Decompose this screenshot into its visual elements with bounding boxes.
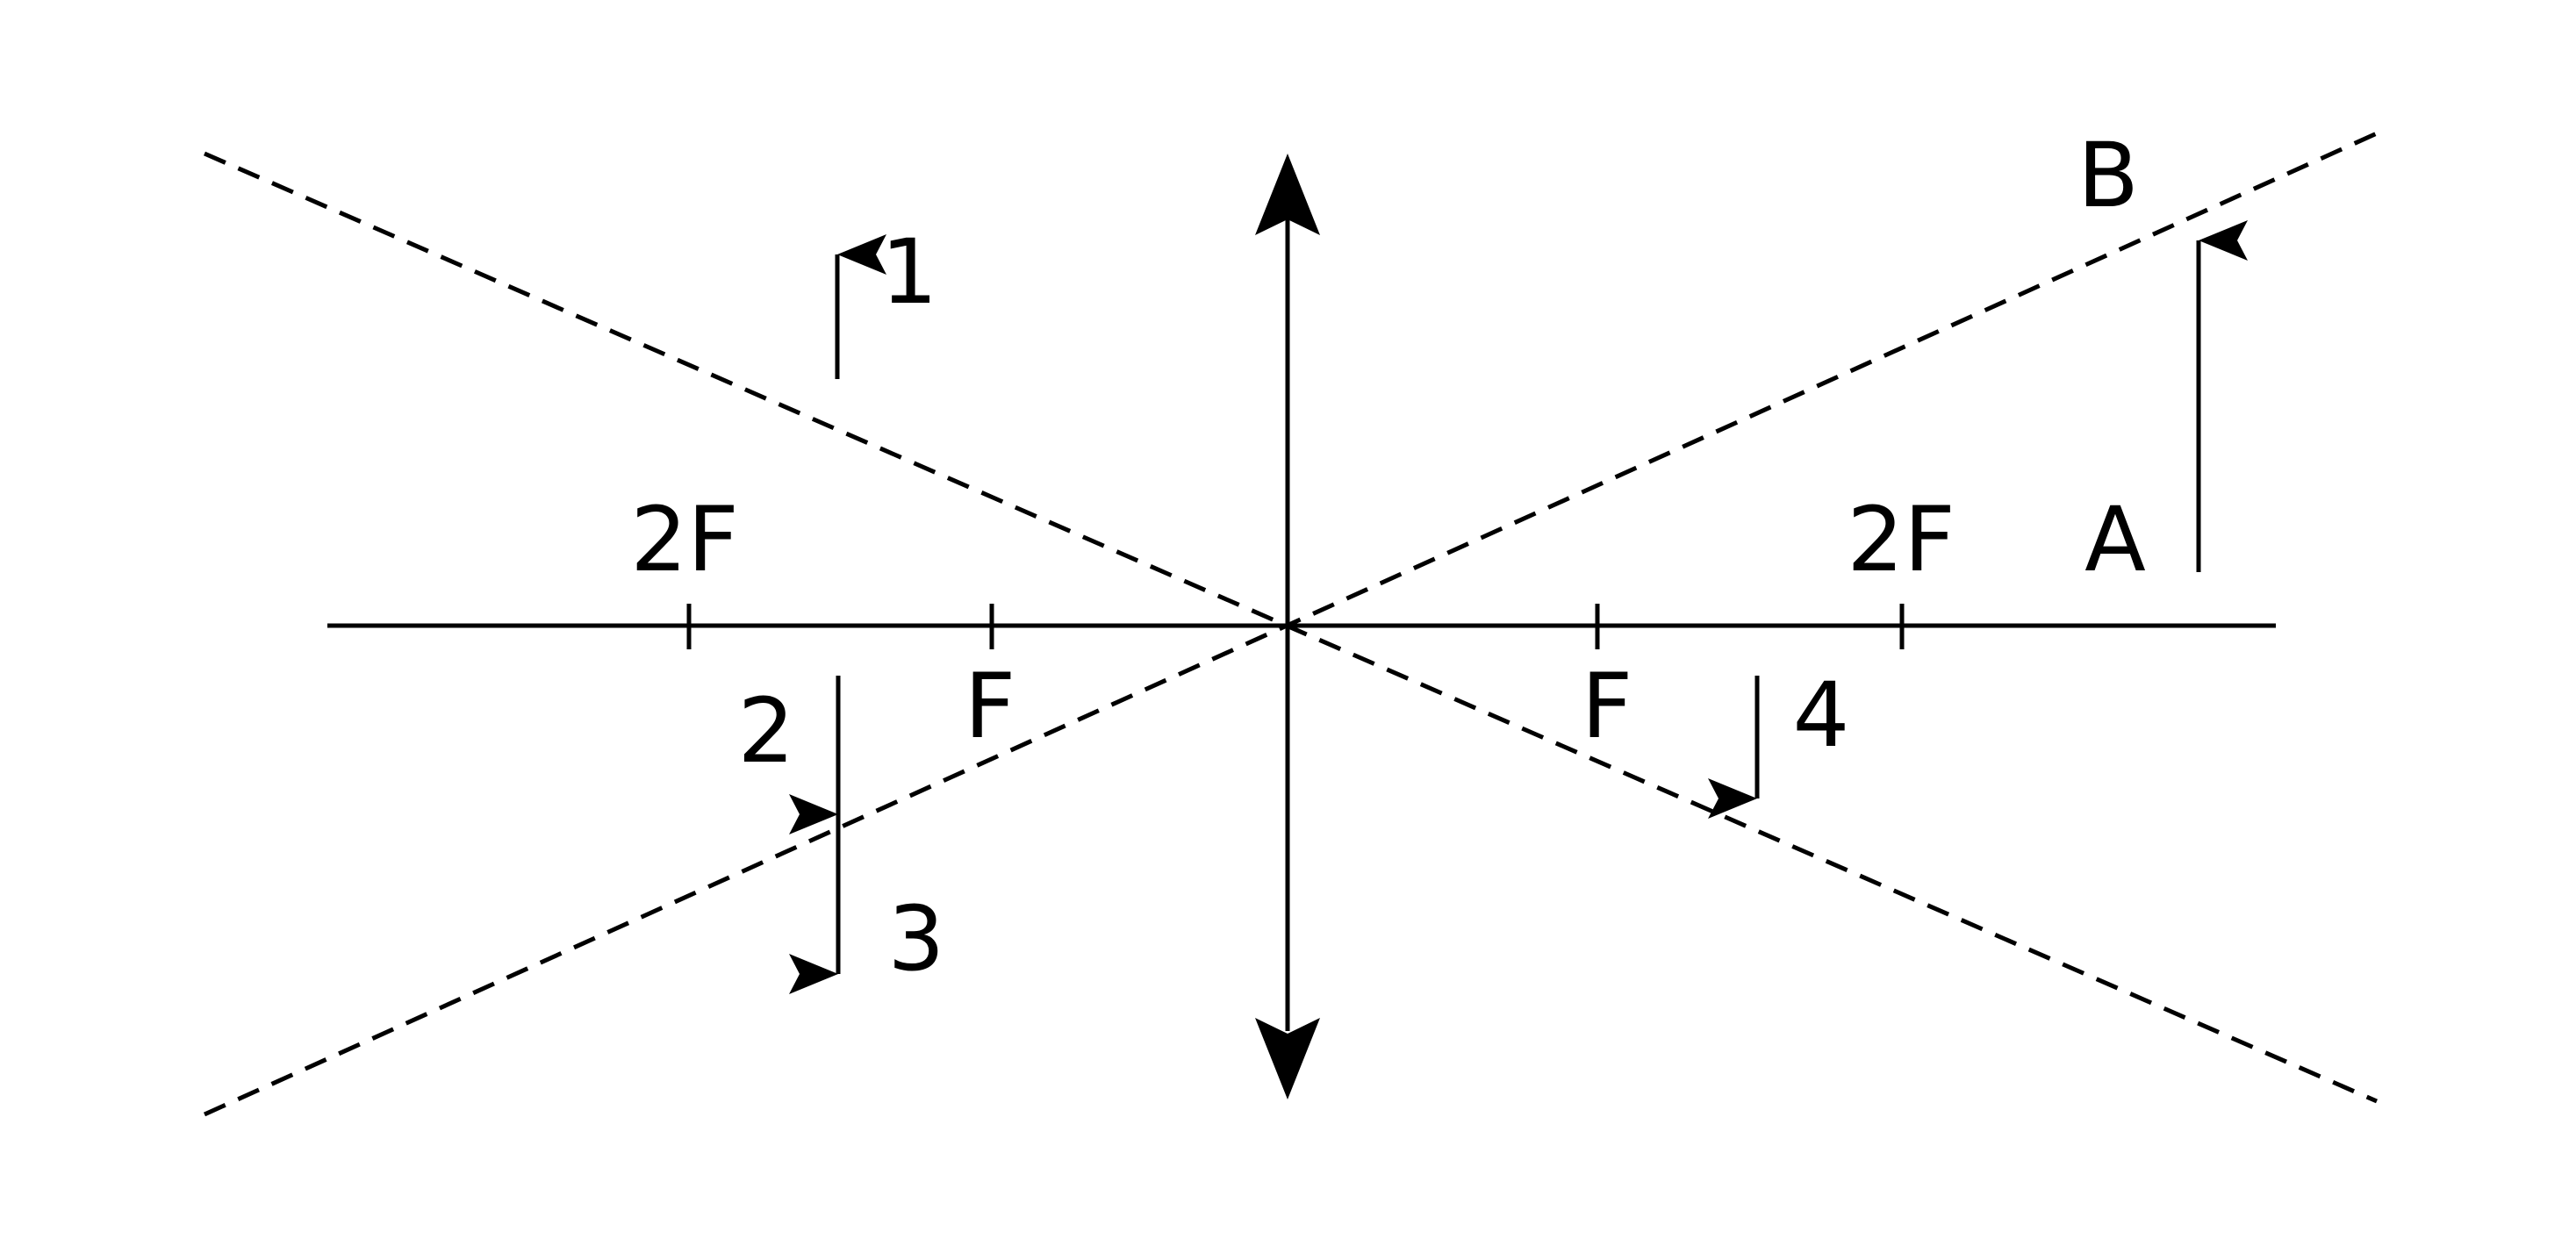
label-point-a: A bbox=[2084, 488, 2146, 592]
lens-bottom-arrowhead bbox=[1255, 1018, 1320, 1099]
label-f-right: F bbox=[1582, 655, 1633, 759]
label-f-left: F bbox=[965, 655, 1016, 759]
dashed-ray-ascending bbox=[203, 131, 2379, 1117]
label-point-b: B bbox=[2077, 124, 2139, 228]
dashed-ray-descending bbox=[204, 151, 2378, 1104]
lens-top-arrowhead bbox=[1255, 154, 1320, 235]
label-arrow-4: 4 bbox=[1793, 663, 1850, 768]
label-2f-left: 2F bbox=[630, 488, 739, 592]
label-arrow-3: 3 bbox=[888, 887, 945, 992]
label-arrow-1: 1 bbox=[881, 220, 938, 325]
label-arrow-2: 2 bbox=[738, 679, 795, 784]
label-2f-right: 2F bbox=[1847, 488, 1955, 592]
